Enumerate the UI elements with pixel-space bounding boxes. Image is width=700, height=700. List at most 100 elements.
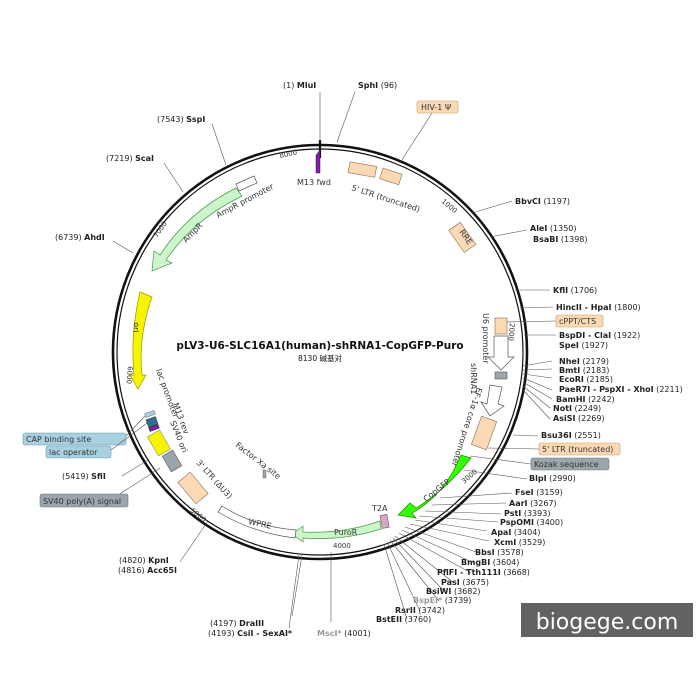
site-pflfi-tth111i[interactable]: PflFI - Tth111I (3668) [437,568,530,577]
shrna1-block [494,371,508,380]
feature-5ltr-right[interactable]: 5' LTR (truncated) [470,415,621,456]
feature-3ltr[interactable]: 3' LTR (ΔU3) [177,458,234,505]
site-scai[interactable]: (7219) ScaI [106,154,154,163]
site-acc65i[interactable]: (4816) Acc65I [118,566,177,575]
hiv1-psi-box [416,100,459,114]
cppt-label: cPPT/CTS [559,317,596,326]
site-mlui[interactable]: (1) MluI [283,81,316,90]
feature-u6-promoter[interactable]: U6 promoter [481,313,515,371]
svg-text:BspEI* (3739): BspEI* (3739) [413,596,471,605]
site-psti[interactable]: PstI (3393) [504,509,550,518]
svg-text:BsiWI (3682): BsiWI (3682) [426,587,481,596]
site-aari[interactable]: AarI (3267) [509,499,557,508]
site-paer7i-pspxi-xhoi[interactable]: PaeR7I - PspXI - XhoI (2211) [559,385,683,394]
feature-ori[interactable]: ori [129,291,153,390]
site-sfii[interactable]: (5419) SfiI [62,472,106,481]
site-asisi[interactable]: AsiSI (2269) [553,414,605,423]
tick-2000: 2000 [506,323,516,341]
5ltr-top-label: 5' LTR (truncated) [350,183,421,214]
feature-kozak[interactable]: Kozak sequence [469,455,610,471]
site-nhei[interactable]: NheI (2179) [559,357,609,366]
site-bmti[interactable]: BmtI (2183) [559,366,609,375]
site-csii-sexai[interactable]: (4193) CsiI - SexAI* [208,629,293,638]
lac-operator-leader [110,422,148,451]
svg-text:RsrII (3742): RsrII (3742) [395,606,445,615]
site-pspomi[interactable]: PspOMI (3400) [500,518,563,527]
t2a-label: T2A [371,504,388,513]
tick-4000: 4000 [333,542,351,550]
5ltr-top-block-b [379,167,403,186]
svg-text:(7219) ScaI: (7219) ScaI [106,154,154,163]
feature-cap-binding[interactable]: CAP binding site [22,415,146,446]
site-spei[interactable]: SpeI (1927) [559,341,608,350]
svg-text:BbvCI (1197): BbvCI (1197) [515,197,570,206]
site-kpni[interactable]: (4820) KpnI [119,556,169,565]
svg-text:(4197) DraIII: (4197) DraIII [210,619,264,628]
feature-rre[interactable]: RRE [448,221,477,253]
site-hincii-hpai[interactable]: HincII - HpaI (1800) [556,303,641,312]
m13-rev-block [148,424,160,432]
site-xcmi[interactable]: XcmI (3529) [494,538,545,547]
site-msci[interactable]: MscI* (4001) [317,629,371,638]
feature-ampr[interactable]: AmpR [151,187,243,272]
site-sphi[interactable]: SphI (96) [358,81,397,90]
feature-puror[interactable]: PuroR [291,520,382,543]
site-bsabi[interactable]: BsaBI (1398) [533,235,588,244]
feature-ef1a-promoter[interactable]: EF-1α core promoter [449,384,505,468]
site-bspei[interactable]: BspEI* (3739) [413,596,471,605]
site-apai[interactable]: ApaI (3404) [491,528,540,537]
svg-text:FseI (3159): FseI (3159) [515,488,563,497]
svg-text:(4193) CsiI - SexAI*: (4193) CsiI - SexAI* [208,629,293,638]
factor-xa-label: Factor Xa site [234,440,282,481]
feature-t2a[interactable]: T2A [371,504,390,529]
feature-hiv1-psi[interactable]: HIV-1 Ψ [399,100,459,164]
kozak-label: Kozak sequence [534,460,599,469]
feature-lac-operator[interactable]: lac operator [45,422,148,459]
ef1a-promoter-arrow [480,384,505,417]
site-bsteii[interactable]: BstEII (3760) [376,615,431,624]
feature-m13-fwd[interactable]: M13 fwd [297,149,331,187]
site-sspi[interactable]: (7543) SspI [157,115,205,124]
svg-text:PasI (3675): PasI (3675) [441,578,489,587]
site-bmgbi[interactable]: BmgBI (3604) [461,558,519,567]
site-bamhi[interactable]: BamHI (2242) [556,395,615,404]
svg-text:(7543) SspI: (7543) SspI [157,115,205,124]
site-rsrii[interactable]: RsrII (3742) [395,606,445,615]
site-draiii[interactable]: (4197) DraIII [210,619,264,628]
site-noti[interactable]: NotI (2249) [553,404,601,413]
site-blpi[interactable]: BlpI (2990) [529,474,576,483]
site-ecori[interactable]: EcoRI (2185) [559,375,613,384]
site-bspdi-clai[interactable]: BspDI - ClaI (1922) [559,331,640,340]
site-ahdi[interactable]: (6739) AhdI [55,233,105,242]
watermark-text: biogege.com [536,610,679,635]
site-bbvci[interactable]: BbvCI (1197) [515,197,570,206]
feature-lac-region[interactable]: lac promoter M13 rev [144,368,191,436]
site-alei[interactable]: AleI (1350) [530,224,577,233]
site-fsei[interactable]: FseI (3159) [515,488,563,497]
feature-shrna1[interactable]: shRNA1 [469,363,508,394]
site-bsiwi[interactable]: BsiWI (3682) [426,587,481,596]
puror-arrow [291,520,382,543]
feature-factor-xa[interactable]: Factor Xa site [234,440,282,481]
kozak-leader [469,455,532,465]
svg-text:NheI (2179): NheI (2179) [559,357,609,366]
cap-leader [124,415,146,438]
5ltr-right-label: 5' LTR (truncated) [542,445,613,454]
svg-text:Bsu36I (2551): Bsu36I (2551) [541,431,601,440]
feature-cppt-cts[interactable]: cPPT/CTS [494,314,604,335]
sv40-polya-block [161,449,183,473]
lac-promoter-block [145,416,159,428]
watermark-bg [521,603,693,637]
feature-wpre[interactable]: WPRE [217,505,297,539]
5ltr-right-block [470,415,498,451]
sv40-polya-box [39,493,129,508]
svg-text:HincII - HpaI (1800): HincII - HpaI (1800) [556,303,641,312]
site-kfli[interactable]: KflI (1706) [553,286,597,295]
feature-copgfp[interactable]: CopGFP [397,454,472,519]
feature-sv40-polya[interactable]: SV40 poly(A) signal [39,467,161,508]
site-bbsi[interactable]: BbsI (3578) [475,548,524,557]
site-pasi[interactable]: PasI (3675) [441,578,489,587]
site-bsu36i[interactable]: Bsu36I (2551) [541,431,601,440]
rre-block [448,221,477,253]
5ltr-right-leader [487,447,541,450]
